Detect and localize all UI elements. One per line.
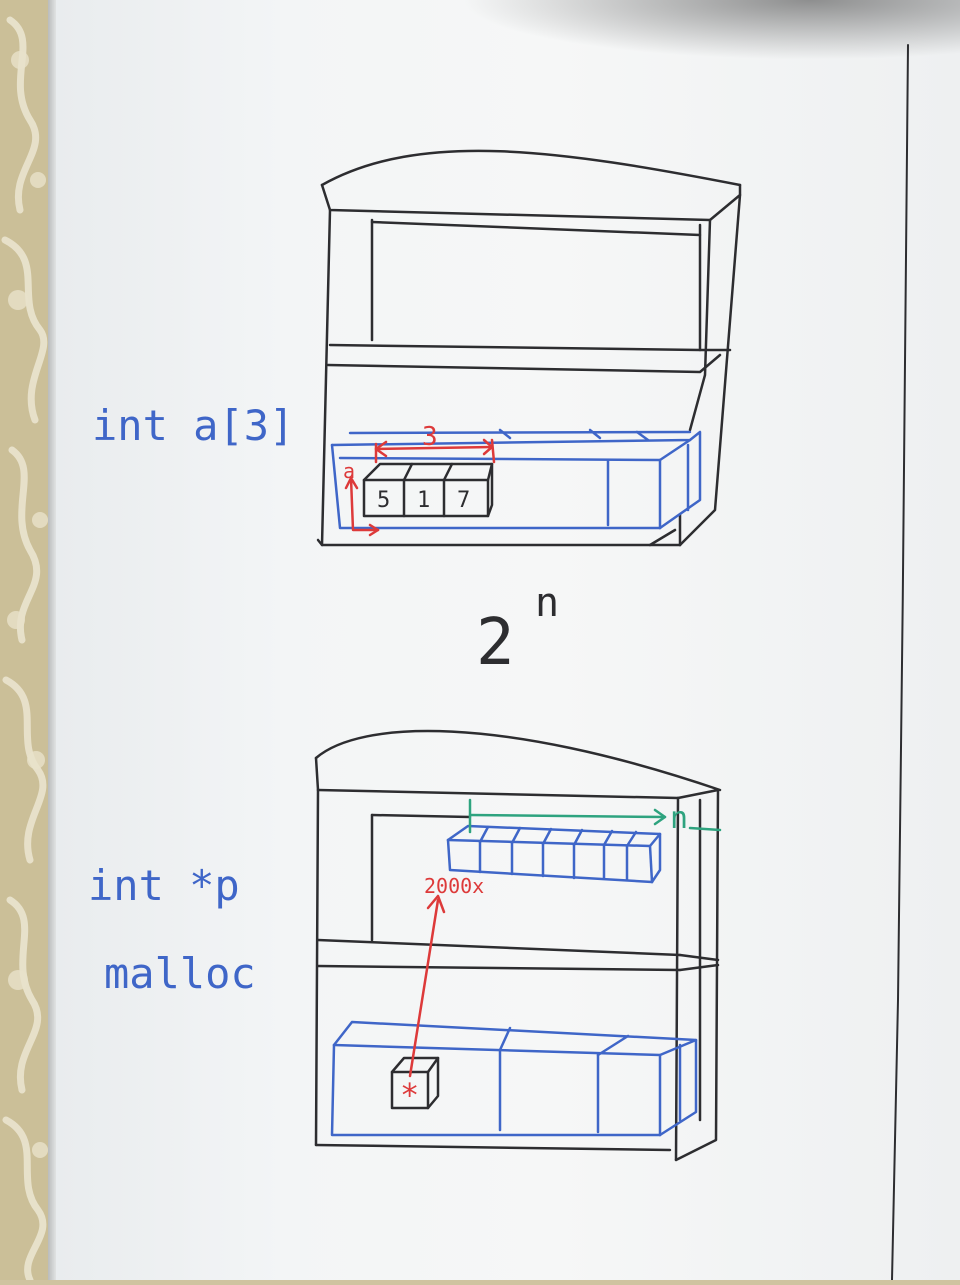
array-size-label: 3 bbox=[422, 422, 438, 452]
exponent-base: 2 bbox=[476, 606, 515, 680]
heap-length-label: n bbox=[670, 801, 688, 836]
board-divider-line bbox=[891, 44, 909, 1280]
array-declaration-label: int a[3] bbox=[92, 401, 294, 450]
heap-length-arrow bbox=[468, 798, 722, 834]
array-value-0: 5 bbox=[377, 488, 390, 513]
bottom-drawer-sketch bbox=[330, 1020, 698, 1137]
top-cabinet-sketch bbox=[316, 149, 742, 547]
array-value-2: 7 bbox=[457, 488, 470, 513]
address-label: 2000x bbox=[424, 874, 484, 898]
pointer-mark: * bbox=[400, 1076, 419, 1114]
array-box-sketch bbox=[362, 462, 494, 518]
array-origin-axes bbox=[344, 476, 380, 537]
array-name-label: a bbox=[343, 459, 355, 483]
malloc-label: malloc bbox=[104, 949, 256, 998]
pointer-arrow bbox=[408, 894, 446, 1078]
top-drawer-sketch bbox=[330, 428, 702, 530]
top-shadow bbox=[460, 0, 960, 60]
whiteboard-surface bbox=[56, 0, 960, 1280]
array-size-arrow bbox=[374, 438, 496, 464]
exponent-power: n bbox=[535, 580, 559, 626]
heap-array-sketch bbox=[446, 824, 662, 884]
pointer-cell-sketch bbox=[390, 1056, 440, 1110]
pointer-declaration-label: int *p bbox=[88, 861, 240, 910]
bottom-cabinet-sketch bbox=[314, 729, 722, 1162]
array-value-1: 1 bbox=[417, 488, 430, 513]
